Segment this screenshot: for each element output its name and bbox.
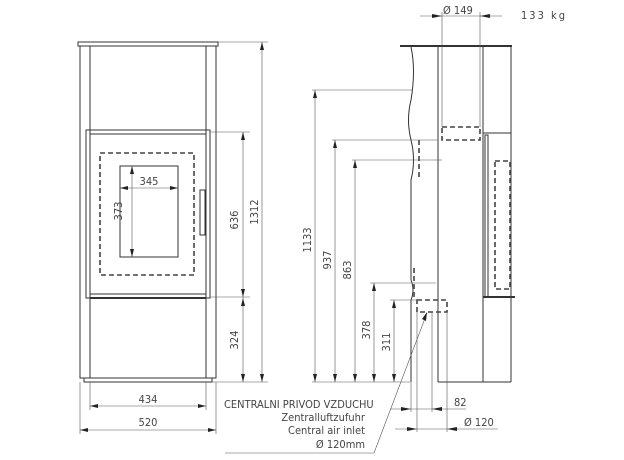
- door-handle[interactable]: [199, 189, 206, 236]
- top-plate: [77, 41, 219, 47]
- door: [85, 129, 211, 299]
- dim-glass-width: 345: [140, 175, 159, 188]
- dim-total-width: 520: [139, 416, 158, 429]
- dim-total-height: 1312: [248, 199, 261, 224]
- note-german: Zentralluftzufuhr: [281, 411, 366, 424]
- dim-base-height: 324: [228, 331, 241, 350]
- dim-inlet-offset: 82: [454, 396, 467, 409]
- base-plinth: [83, 377, 213, 383]
- viewing-glass: [119, 165, 179, 258]
- weight-label: 133 kg: [521, 9, 567, 22]
- dim-height-863: 863: [341, 261, 354, 280]
- dim-height-311: 311: [380, 333, 393, 352]
- air-inlet: [416, 299, 448, 313]
- dim-height-378: 378: [360, 321, 373, 340]
- note-size: Ø 120mm: [316, 438, 365, 451]
- dim-inlet-diameter: Ø 120: [464, 416, 494, 429]
- dim-height-937: 937: [321, 251, 334, 270]
- dim-glass-height: 373: [112, 202, 125, 221]
- glass-outline: [99, 152, 195, 276]
- dim-flue-height: 1133: [301, 227, 314, 252]
- dim-inner-width: 434: [139, 393, 158, 406]
- dim-flue-diameter: Ø 149: [443, 4, 473, 17]
- side-view: Ø 149 133 kg 1133 937 863 378 311 82 Ø 1…: [224, 4, 567, 454]
- note-czech: CENTRALNI PRIVOD VZDUCHU: [224, 398, 374, 411]
- dim-door-height: 636: [228, 211, 241, 230]
- note-english: Central air inlet: [288, 424, 365, 437]
- front-view: 345 373 636 324 1312 434 520: [77, 41, 268, 434]
- flue-outlet: [441, 126, 481, 141]
- side-wall: [408, 46, 414, 382]
